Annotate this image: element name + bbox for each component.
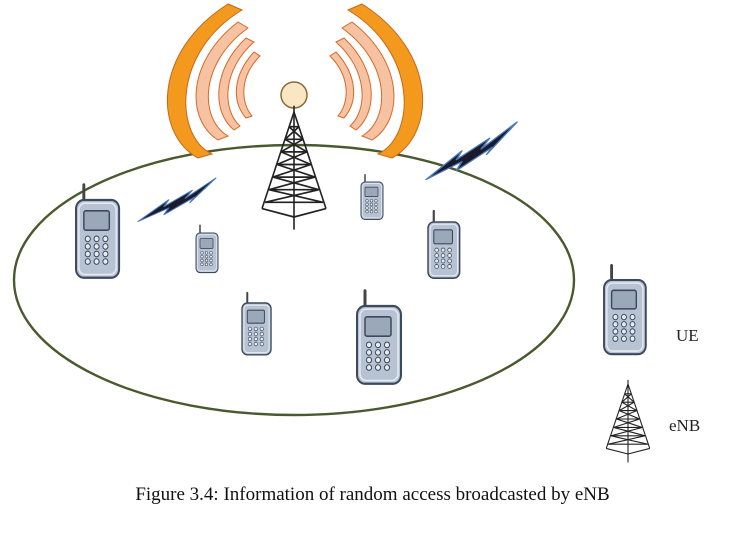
radio-waves-icon bbox=[166, 3, 261, 159]
mobile-phone-icon bbox=[355, 289, 403, 386]
mobile-phone-icon bbox=[74, 183, 121, 280]
legend-enb-label: eNB bbox=[669, 416, 701, 435]
mobile-phone-icon bbox=[240, 291, 273, 356]
lightning-bolt-icon bbox=[137, 177, 217, 223]
mobile-phone-icon bbox=[360, 173, 384, 221]
radio-waves-icon bbox=[329, 3, 424, 159]
figure-caption: Figure 3.4: Information of random access… bbox=[135, 484, 610, 505]
network-diagram bbox=[12, 3, 651, 463]
legend-enb-icon bbox=[605, 379, 651, 463]
mobile-phone-icon bbox=[426, 209, 461, 280]
legend-ue-label: UE bbox=[676, 326, 699, 345]
legend-ue-icon bbox=[602, 264, 648, 356]
lightning-bolt-icon bbox=[425, 121, 518, 181]
mobile-phone-icon bbox=[195, 224, 219, 274]
enb-tower bbox=[261, 81, 327, 231]
antenna-ball bbox=[280, 81, 308, 109]
cell-tower-icon bbox=[261, 104, 327, 231]
